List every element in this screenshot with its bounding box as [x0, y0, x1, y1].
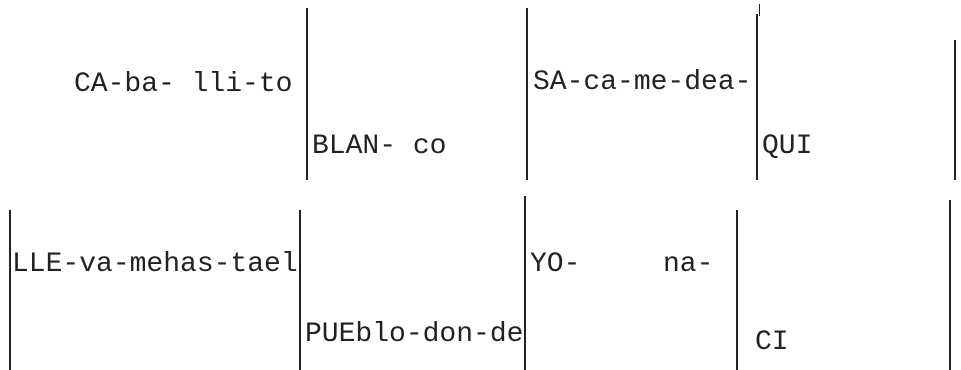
- bar-line-tick: [759, 4, 760, 16]
- bar-line: [299, 210, 301, 370]
- syllable-text: YO-: [530, 249, 581, 280]
- syllable-text: LLE-va-mehas-tael: [12, 249, 298, 280]
- syllable-text: BLAN- co: [312, 131, 447, 162]
- bar-line: [736, 210, 738, 370]
- bar-line: [306, 8, 308, 180]
- bar-line: [954, 40, 956, 180]
- bar-line: [949, 200, 951, 370]
- bar-line: [9, 210, 11, 370]
- syllable-text: PUEblo-don-de: [305, 319, 524, 350]
- syllable-text: QUI: [762, 131, 813, 162]
- bar-line: [756, 14, 758, 180]
- syllable-text: CI: [755, 327, 789, 358]
- bar-line: [524, 196, 526, 370]
- syllable-text: CA-ba- lli-to: [74, 69, 293, 100]
- syllable-text: SA-ca-me-dea-: [533, 67, 752, 98]
- syllable-text: na-: [663, 249, 714, 280]
- bar-line: [526, 8, 528, 180]
